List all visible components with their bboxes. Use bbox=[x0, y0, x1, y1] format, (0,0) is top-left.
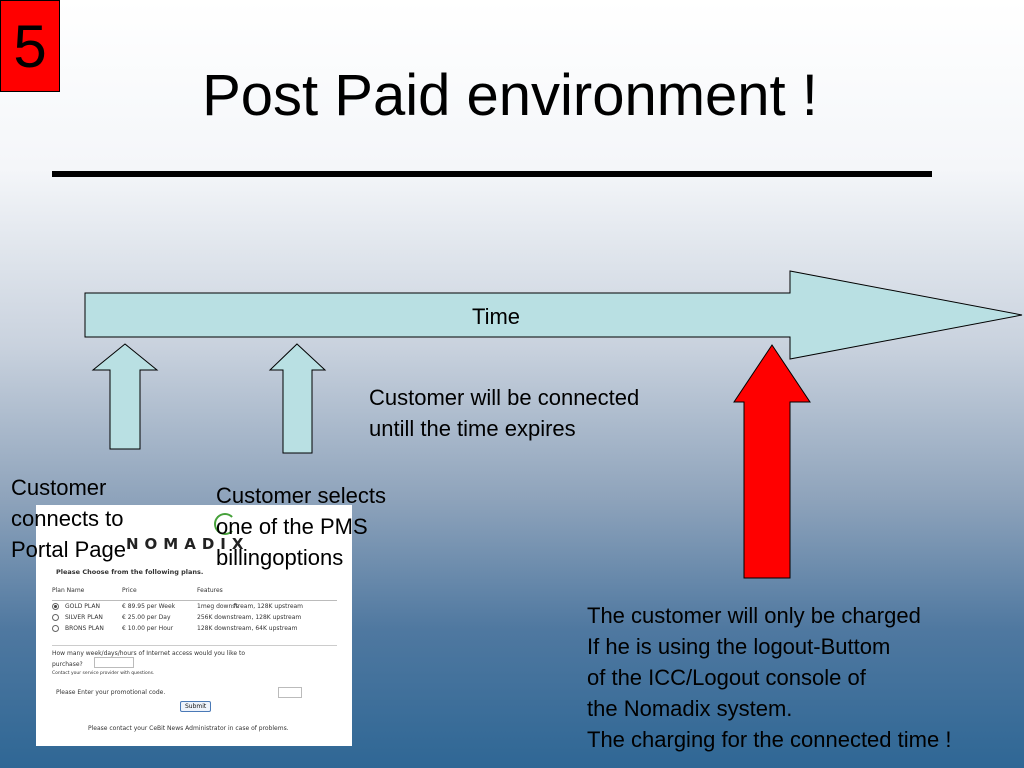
promo-code-label: Please Enter your promotional code. bbox=[56, 689, 166, 696]
provider-contact-note: Contact your service provider with quest… bbox=[52, 671, 155, 676]
plan-price: € 10.00 per Hour bbox=[122, 625, 174, 632]
plan-name: SILVER PLAN bbox=[65, 614, 103, 621]
brons-plan-radio[interactable] bbox=[52, 625, 59, 632]
column-header: Features bbox=[197, 587, 337, 601]
charged-caption: The customer will only be charged If he … bbox=[587, 603, 952, 752]
admin-contact-note: Please contact your CeBit News Administr… bbox=[88, 725, 289, 732]
connect-arrow bbox=[91, 343, 159, 450]
plan-features: 128K downstream, 64K upstream bbox=[197, 625, 298, 632]
title-divider bbox=[52, 171, 932, 177]
divider bbox=[52, 645, 337, 646]
nomadix-logo-icon bbox=[214, 513, 236, 535]
select-arrow bbox=[268, 343, 327, 454]
select-caption: Customer selects one of the PMS billingo… bbox=[216, 483, 386, 570]
slide-title-text: Post Paid environment ! bbox=[202, 63, 818, 128]
slide-title: Post Paid environment ! bbox=[0, 62, 1024, 129]
plan-features: 1meg downstream, 128K upstream bbox=[197, 603, 304, 610]
duration-input[interactable] bbox=[94, 657, 134, 668]
plans-table: Plan Name Price Features GOLD PLAN € 89.… bbox=[52, 587, 337, 634]
plan-features: 256K downstream, 128K upstream bbox=[197, 614, 302, 621]
charge-arrow bbox=[733, 344, 811, 579]
nomadix-logo: NOMADIX bbox=[126, 535, 250, 553]
table-row[interactable]: GOLD PLAN € 89.95 per Week 1meg downstre… bbox=[52, 601, 337, 613]
promo-code-input[interactable] bbox=[278, 687, 302, 698]
timeline-label: Time bbox=[472, 304, 520, 329]
plans-heading: Please Choose from the following plans. bbox=[56, 568, 204, 576]
portal-page-screenshot: NOMADIX Please Choose from the following… bbox=[36, 505, 352, 746]
column-header: Plan Name bbox=[52, 587, 122, 601]
plan-price: € 25.00 per Day bbox=[122, 614, 171, 621]
timeline-arrow bbox=[84, 270, 1023, 360]
table-row[interactable]: SILVER PLAN € 25.00 per Day 256K downstr… bbox=[52, 612, 337, 623]
duration-question: How many week/days/hours of Internet acc… bbox=[52, 650, 245, 657]
plan-price: € 89.95 per Week bbox=[122, 603, 176, 610]
silver-plan-radio[interactable] bbox=[52, 614, 59, 621]
submit-button[interactable]: Submit bbox=[180, 701, 212, 712]
column-header: Price bbox=[122, 587, 197, 601]
gold-plan-radio[interactable] bbox=[52, 603, 59, 610]
slide-number-badge: 5 bbox=[0, 0, 60, 92]
plan-name: GOLD PLAN bbox=[65, 603, 100, 610]
mouse-cursor-icon: ↖ bbox=[233, 601, 240, 610]
plan-name: BRONS PLAN bbox=[65, 625, 104, 632]
duration-question-cont: purchase? bbox=[52, 661, 83, 668]
table-row[interactable]: BRONS PLAN € 10.00 per Hour 128K downstr… bbox=[52, 623, 337, 634]
connected-caption: Customer will be connected untill the ti… bbox=[369, 385, 640, 441]
connect-caption: Customer connects to Portal Page bbox=[11, 475, 126, 562]
